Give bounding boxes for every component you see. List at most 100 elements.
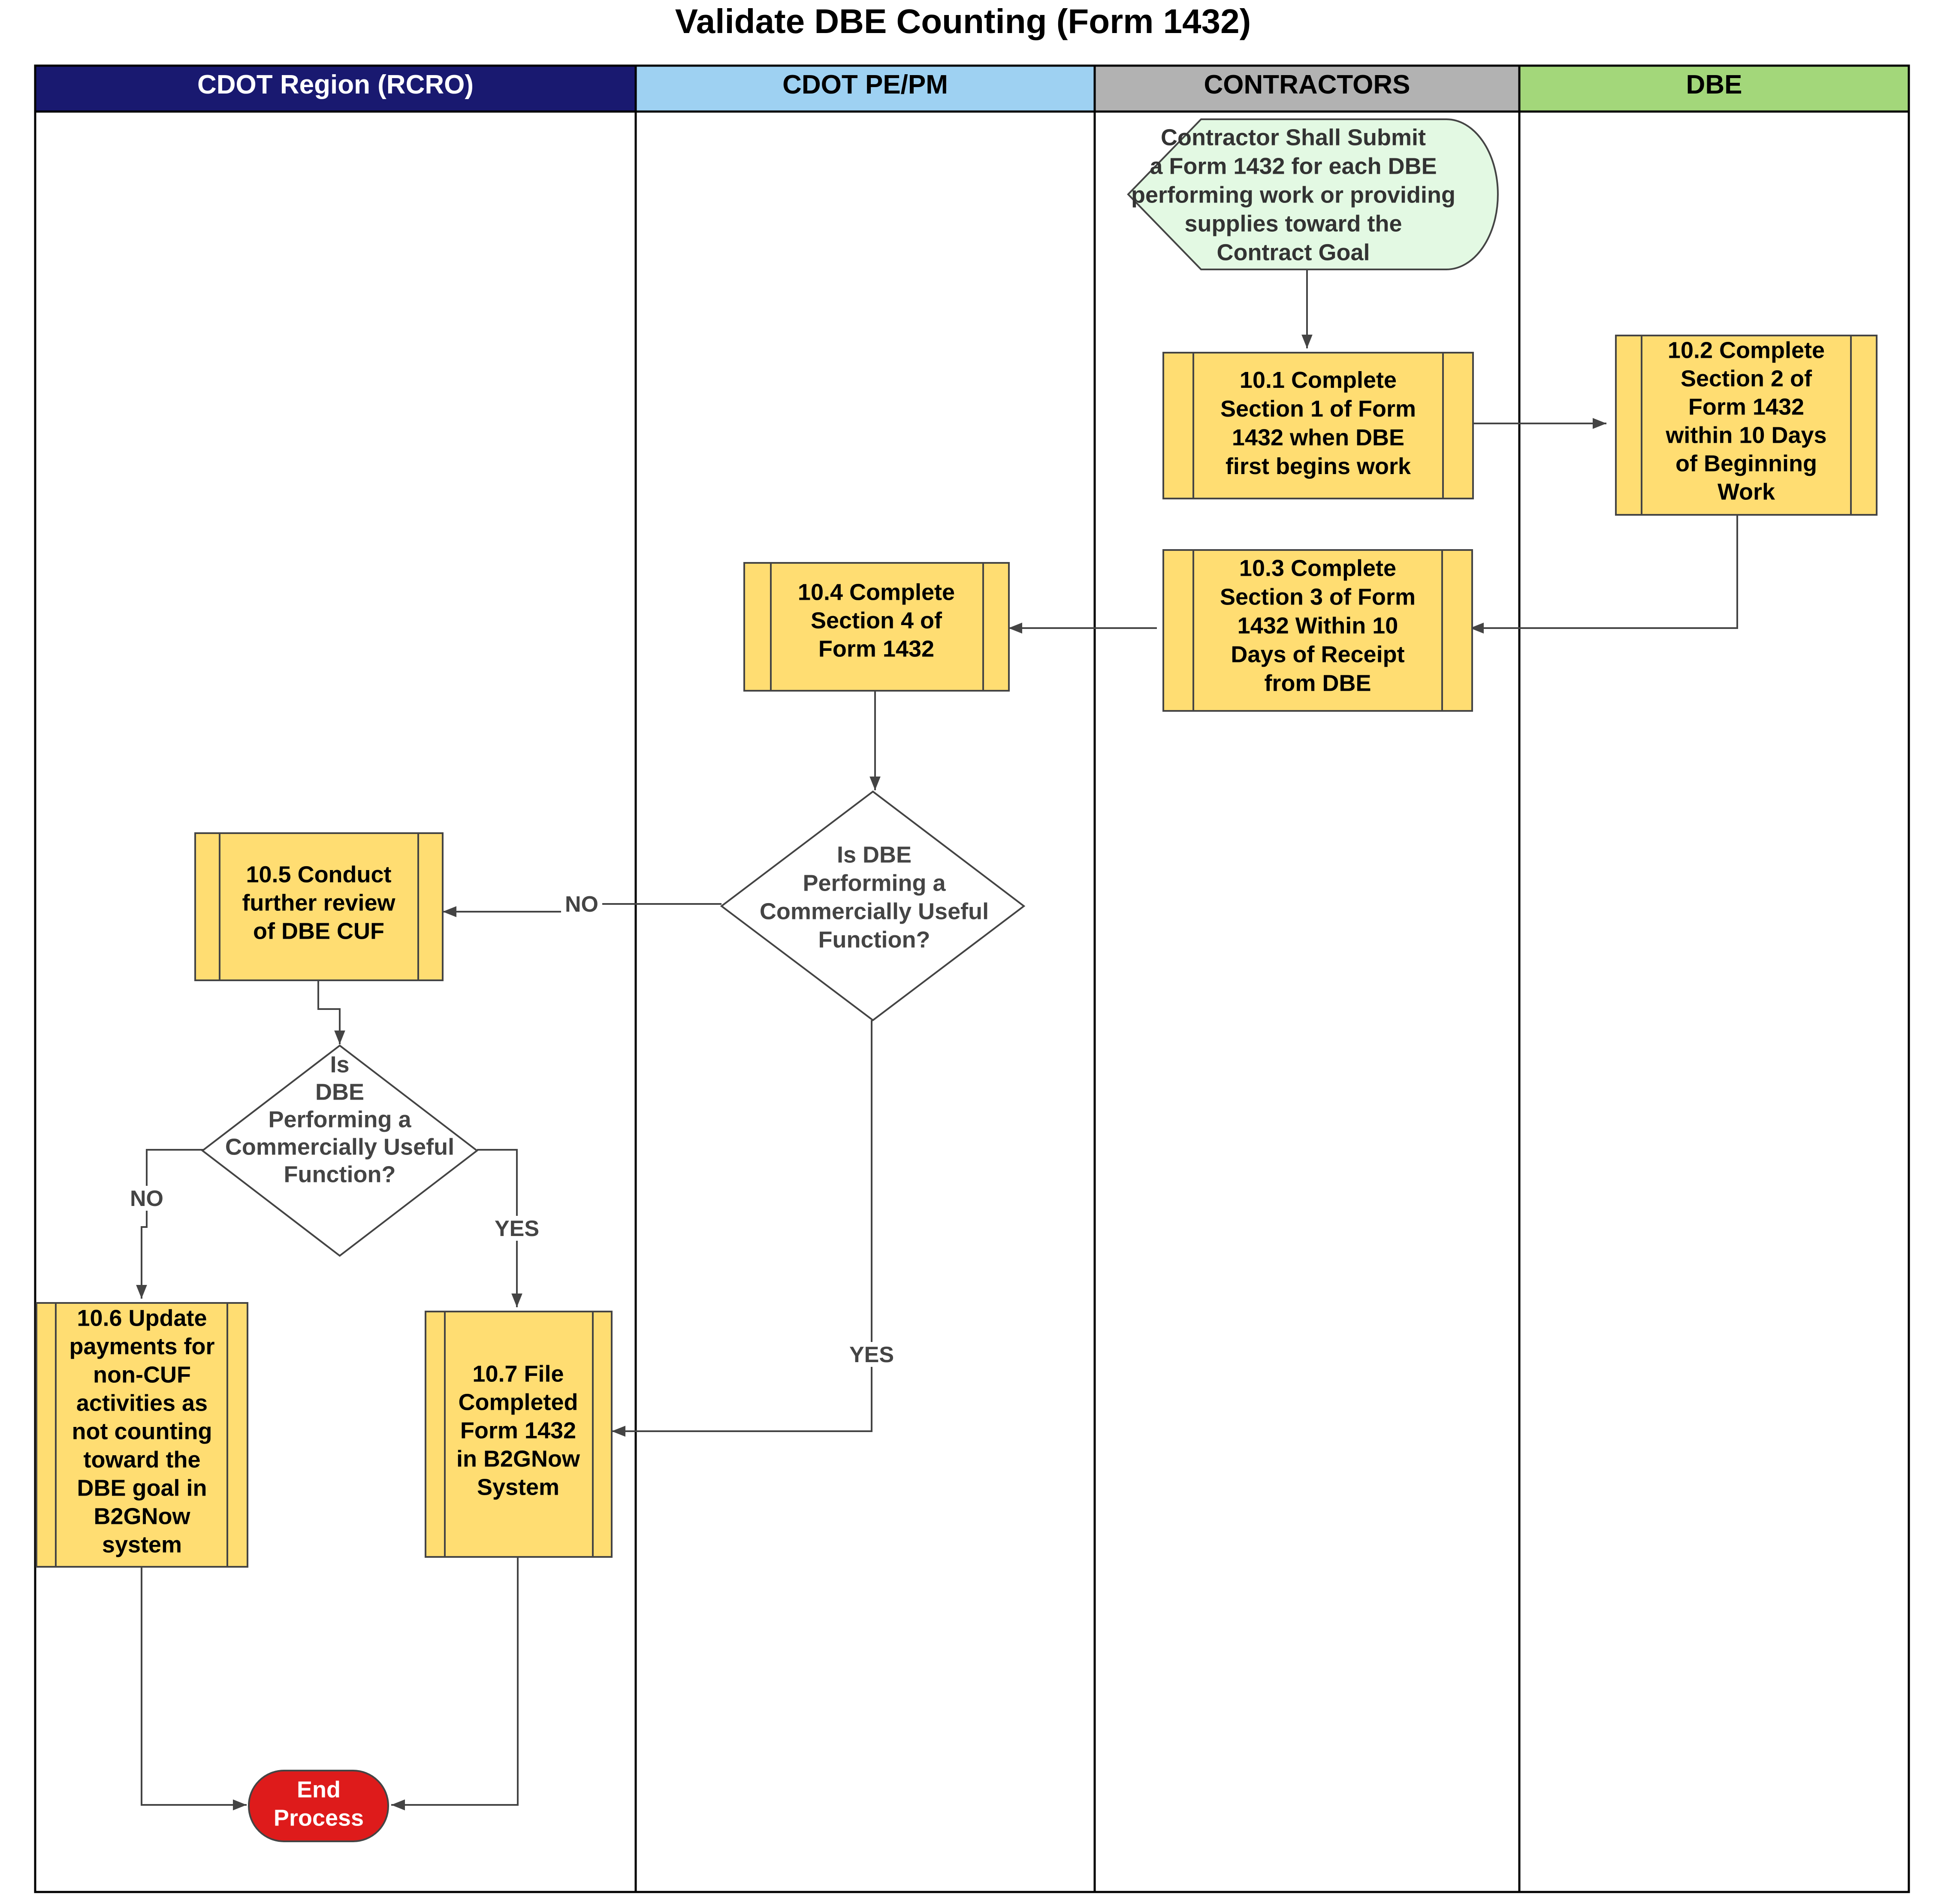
text-line: non-CUF [93,1362,191,1387]
text-line: Contractor Shall Submit [1161,124,1426,150]
text-line: Commercially Useful [760,898,989,924]
lane-label-cdot-region: CDOT Region (RCRO) [197,70,474,100]
text-line: within 10 Days [1665,422,1826,448]
text-line: system [102,1532,182,1557]
text-line: B2GNow [94,1503,190,1529]
text-line: Function? [818,927,930,952]
connector-decision-2-yes [477,1149,522,1307]
connector-10-7-to-end [391,1556,519,1810]
connector-decision-1-yes [612,1020,872,1437]
text-line: of DBE CUF [253,918,384,944]
text-line: 10.1 Complete [1240,367,1397,393]
edge-label-bg [491,1216,543,1241]
text-line: Work [1718,479,1775,505]
text-line: from DBE [1264,670,1371,696]
edge-label-bg [846,1342,897,1367]
start-node: Contractor Shall Submit a Form 1432 for e… [1127,118,1499,270]
text-line: Days of Receipt [1231,641,1404,667]
edge-label-bg [125,1186,168,1211]
text-line: 10.7 File [472,1361,564,1387]
text-line: not counting [72,1418,212,1444]
edge-label-bg [561,892,602,916]
text-line: 10.4 Complete [798,579,955,605]
text-line: activities as [76,1390,208,1416]
text-line: Section 4 of [811,607,942,633]
process-box [1615,335,1878,516]
diagram-title: Validate DBE Counting (Form 1432) [675,2,1251,40]
lane-label-contractors: CONTRACTORS [1204,70,1410,100]
decision-diamond [720,790,1026,1022]
connector-decision-2-no [136,1149,204,1299]
text-line: in B2GNow [456,1446,580,1472]
text-line: payments for [69,1333,214,1359]
lane-headers: CDOT Region (RCRO) CDOT PE/PM CONTRACTOR… [34,64,1910,113]
start-node-text: Contractor Shall Submit a Form 1432 for e… [1131,124,1455,265]
text-line: Section 2 of [1681,366,1812,391]
text-line: Is DBE [837,842,912,867]
lane-header-cdot-pe-pm [634,64,1096,113]
text-line: of Beginning [1675,450,1817,476]
text-line: DBE [315,1079,364,1105]
text-line: performing work or providing [1131,182,1455,208]
process-box [425,1311,613,1558]
connector-10-5-to-decision-2 [317,979,345,1044]
text-line: Process [274,1805,364,1831]
text-line: Form 1432 [818,636,934,662]
text-line: further review [242,890,395,916]
process-box [194,832,444,981]
text-line: 1432 Within 10 [1238,613,1398,638]
start-display-shape [1127,118,1499,270]
text-line: Commercially Useful [225,1134,454,1160]
text-line: 10.2 Complete [1668,337,1825,363]
text-line: first begins work [1226,453,1411,479]
text-line: Section 3 of Form [1220,584,1416,610]
process-box [1162,549,1473,712]
text-line: Section 1 of Form [1220,396,1416,422]
edge-label-decision-2-no: NO [130,1186,163,1211]
lane-label-dbe: DBE [1686,70,1742,100]
text-line: Contract Goal [1217,239,1370,265]
text-line: 10.6 Update [77,1305,207,1331]
connectors [136,269,1738,1810]
lane-bodies [34,110,1910,1893]
text-line: Form 1432 [460,1417,576,1443]
connector-10-6-to-end [141,1565,247,1810]
end-terminator [248,1770,389,1842]
process-box [743,562,1010,692]
text-line: supplies toward the [1184,211,1402,236]
text-line: Is [330,1052,349,1077]
text-line: 10.3 Complete [1239,555,1396,581]
text-line: toward the [83,1447,200,1472]
text-line: Form 1432 [1688,394,1804,420]
edge-label-decision-1-yes: YES [849,1342,894,1367]
lane-header-dbe [1518,64,1910,113]
text-line: Completed [458,1389,578,1415]
text-line: a Form 1432 for each DBE [1150,153,1437,179]
text-line: End [297,1777,341,1802]
edge-label-decision-1-no: NO [565,892,598,917]
lane-header-cdot-region [34,64,637,113]
text-line: Performing a [268,1106,411,1132]
lanes-frame [34,110,1910,1893]
edge-label-decision-2-yes: YES [495,1216,539,1241]
